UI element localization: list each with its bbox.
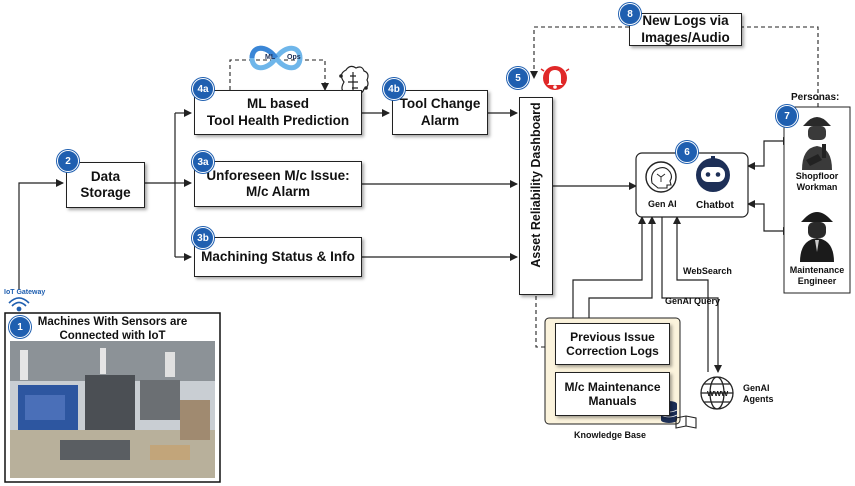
badge-7: 7: [776, 105, 798, 127]
manuals-line1: M/c Maintenance: [564, 379, 661, 394]
badge-4b: 4b: [383, 78, 405, 100]
mlops-right-label: Ops: [287, 54, 301, 61]
workman-label: Shopfloor Workman: [784, 171, 850, 193]
knowledge-base-label: Knowledge Base: [574, 430, 647, 440]
iot-gateway-label: IoT Gateway: [4, 289, 46, 296]
machining-line1: Machining Status & Info: [201, 248, 355, 264]
data-storage-box: Data Storage: [66, 162, 145, 208]
unforeseen-line1: Unforeseen M/c Issue:: [206, 167, 350, 183]
engineer-line1: Maintenance: [789, 265, 845, 275]
agents-line2: Agents: [743, 393, 774, 404]
factory-photo: [10, 341, 215, 478]
edge-hub-engineer: [747, 200, 791, 235]
badge-4a: 4a: [192, 78, 214, 100]
edge-hub-workman: [747, 137, 791, 170]
globe-icon: [700, 376, 734, 410]
manuals-box: M/c Maintenance Manuals: [555, 372, 670, 416]
wifi-icon: [8, 297, 30, 312]
tool-change-line1: Tool Change: [399, 96, 481, 112]
workman-icon: [802, 117, 832, 170]
workman-line2: Workman: [796, 181, 838, 192]
machining-box: Machining Status & Info: [194, 237, 362, 277]
edge-prev-logs-to-genai: [572, 216, 646, 322]
dashboard-label: Asset Reliability Dashboard: [529, 102, 543, 268]
badge-3a: 3a: [192, 151, 214, 173]
workman-line1: Shopfloor: [795, 171, 839, 181]
new-logs-line1: New Logs via: [642, 13, 729, 29]
engineer-line2: Engineer: [797, 275, 837, 286]
edge-mlops-loop: [229, 59, 329, 91]
badge-8: 8: [619, 3, 641, 25]
badge-5: 5: [507, 67, 529, 89]
edge-genai-query: [661, 217, 722, 373]
prev-logs-line2: Correction Logs: [566, 344, 659, 358]
genai-head-icon: [645, 161, 677, 193]
data-storage-line1: Data: [90, 168, 121, 184]
engineer-icon: [800, 212, 834, 262]
bell-alarm-icon: [540, 66, 570, 90]
badge-3b: 3b: [192, 227, 214, 249]
mlops-left-label: ML: [265, 54, 276, 61]
unforeseen-box: Unforeseen M/c Issue: M/c Alarm: [194, 161, 362, 207]
agents-line1: GenAI: [743, 383, 770, 393]
badge-1: 1: [9, 316, 31, 338]
edge-machines-to-storage: [18, 179, 64, 290]
www-label: WWW: [707, 389, 729, 398]
ml-prediction-box: ML based Tool Health Prediction: [194, 90, 362, 135]
mlops-icon: [249, 45, 303, 71]
unforeseen-line2: M/c Alarm: [245, 184, 311, 199]
manuals-line2: Manuals: [588, 394, 637, 408]
badge-2: 2: [57, 150, 79, 172]
book-icon: [675, 415, 697, 429]
tool-change-line2: Alarm: [420, 112, 460, 128]
genai-label: Gen AI: [648, 199, 677, 209]
edge-websearch: [673, 216, 709, 372]
edge-newlogs-to-dashboard: [530, 26, 629, 79]
genai-query-label: GenAI Query: [665, 296, 721, 306]
ml-prediction-line1: ML based: [246, 96, 309, 112]
personas-title: Personas:: [791, 92, 840, 103]
badge-6: 6: [676, 141, 698, 163]
prev-logs-box: Previous Issue Correction Logs: [555, 323, 670, 365]
machines-line1: Machines With Sensors are: [37, 316, 188, 328]
engineer-label: Maintenance Engineer: [784, 265, 850, 287]
new-logs-line2: Images/Audio: [641, 29, 730, 45]
data-storage-line2: Storage: [80, 185, 131, 200]
chatbot-icon: [696, 156, 730, 192]
chatbot-label: Chatbot: [696, 200, 734, 211]
edge-personas-to-newlogs: [742, 26, 819, 107]
machines-line2: Connected with IoT: [59, 329, 166, 342]
dashboard-box: [519, 97, 553, 295]
new-logs-box: New Logs via Images/Audio: [629, 13, 742, 46]
machines-title: Machines With Sensors are Connected with…: [5, 316, 220, 344]
tool-change-box: Tool Change Alarm: [392, 90, 488, 135]
agents-label: GenAI Agents: [743, 383, 774, 405]
ml-prediction-line2: Tool Health Prediction: [206, 112, 350, 128]
websearch-label: WebSearch: [683, 266, 732, 276]
prev-logs-line1: Previous Issue: [570, 329, 655, 344]
